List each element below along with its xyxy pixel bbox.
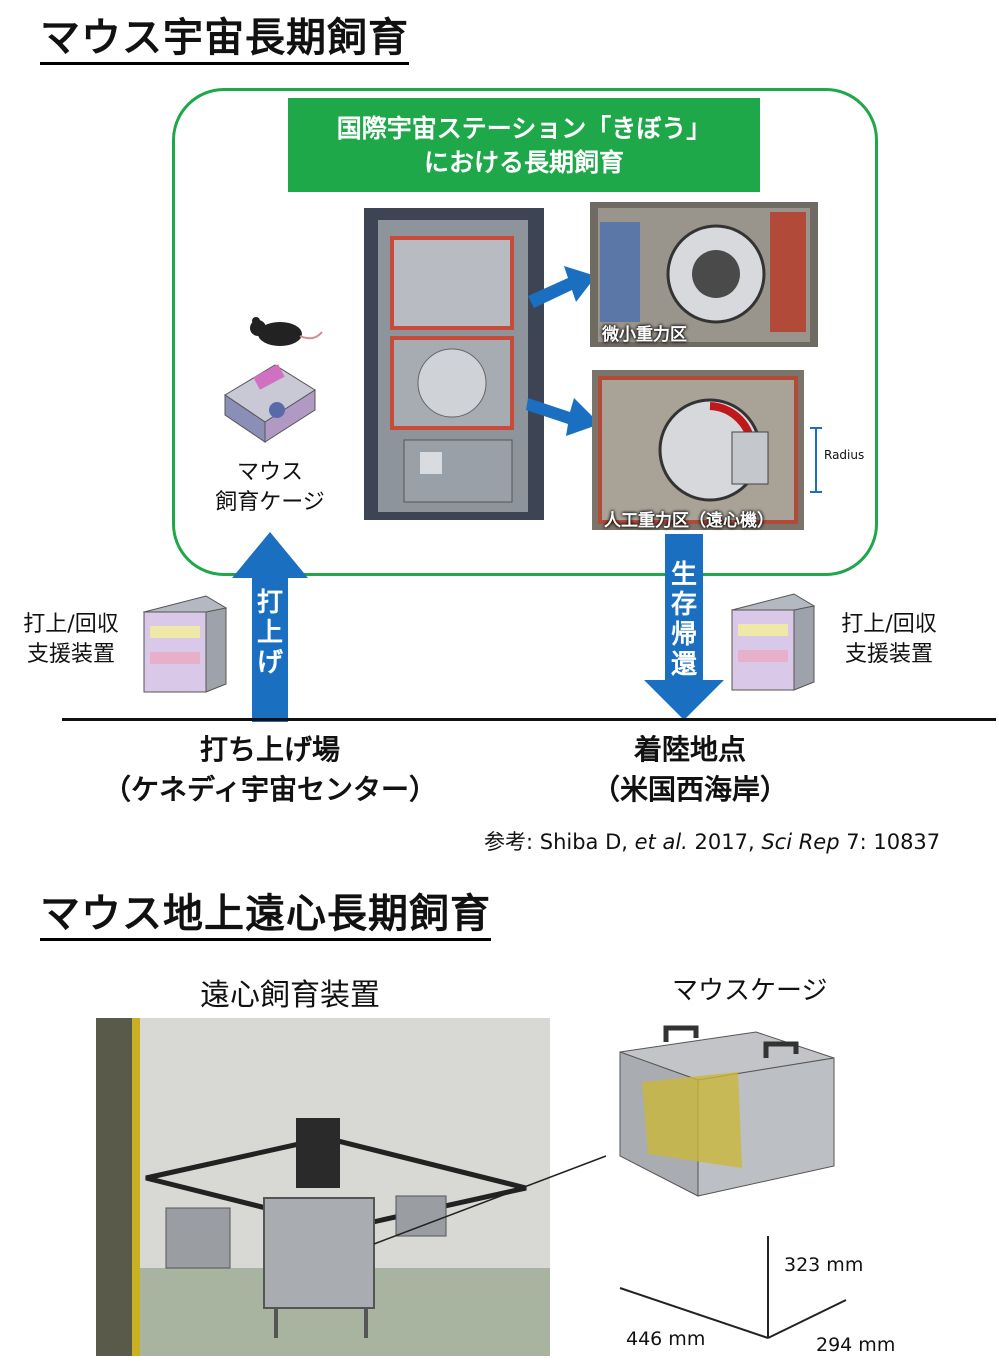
launch-site: 打ち上げ場 （ケネディ宇宙センター） [60,730,480,810]
kibo-frame [172,88,878,576]
mouse-cage-label: マウスケージ [672,976,828,1006]
launch-arrow-label: 打 上 げ [255,588,285,678]
cage-label-line1: マウス [236,460,303,485]
reference: 参考: Shiba D, et al. 2017, Sci Rep 7: 108… [484,826,940,856]
dim-length: 446 mm [626,1328,706,1350]
right-device-line2: 支援装置 [844,642,933,667]
cage-label: マウス 飼育ケージ [195,458,345,518]
cage-pointer-line [373,1155,607,1245]
right-device-label: 打上/回収 支援装置 [824,610,954,670]
artificial-gravity-caption: 人工重力区（遠心機） [604,511,774,531]
launch-arrow [232,532,308,722]
kibo-header-box: 国際宇宙ステーション「きぼう」 における長期飼育 [288,98,760,192]
return-arrow [644,534,724,720]
return-char-2: 存 [670,590,697,620]
section1-title: マウス宇宙長期飼育 [40,14,409,65]
reference-etal: et al. [634,830,688,854]
landing-site: 着陸地点 （米国西海岸） [540,730,840,810]
return-arrow-label: 生 存 帰 還 [669,560,699,680]
radius-indicator [810,427,822,493]
left-device-label: 打上/回収 支援装置 [6,610,136,670]
ground-line [62,718,996,721]
section2-title: マウス地上遠心長期飼育 [40,890,491,941]
centrifuge-device-label: 遠心飼育装置 [200,978,380,1013]
right-support-device [730,593,816,691]
launch-site-line1: 打ち上げ場 [199,733,340,766]
arrow-to-microgravity [528,266,596,308]
launch-char-1: 打 [256,588,283,618]
landing-site-line1: 着陸地点 [633,733,746,766]
mouse-cage-illustration [224,364,316,443]
right-device-line1: 打上/回収 [841,612,937,637]
return-char-4: 還 [670,650,697,680]
return-char-1: 生 [670,560,697,590]
left-device-line2: 支援装置 [26,642,115,667]
return-char-3: 帰 [670,620,697,650]
kibo-header-line1: 国際宇宙ステーション「きぼう」 [336,114,712,143]
radius-label: Radius [824,448,865,462]
dimension-axes [619,1236,847,1339]
reference-suffix: 7: 10837 [839,830,941,854]
artificial-gravity-photo [592,370,804,530]
kibo-header-line2: における長期飼育 [423,148,624,177]
left-device-line1: 打上/回収 [23,612,119,637]
dim-height: 323 mm [784,1254,864,1276]
landing-site-line2: （米国西海岸） [591,773,788,806]
microgravity-photo [590,202,818,347]
microgravity-caption: 微小重力区 [602,325,687,345]
reference-mid: 2017, [687,830,762,854]
kibo-rack-photo [364,208,544,520]
left-support-device [142,595,228,693]
dim-width: 294 mm [816,1334,896,1356]
reference-prefix: 参考: Shiba D, [484,830,635,854]
launch-site-line2: （ケネディ宇宙センター） [102,773,438,806]
reference-journal: Sci Rep [761,830,840,854]
launch-char-3: げ [256,648,283,678]
centrifuge-photo [96,1018,550,1356]
cage-label-line2: 飼育ケージ [215,490,325,515]
launch-char-2: 上 [256,618,283,648]
mouse-cage-render [606,1006,850,1200]
mouse-icon [250,317,323,346]
arrow-to-artificial-gravity [526,398,600,436]
